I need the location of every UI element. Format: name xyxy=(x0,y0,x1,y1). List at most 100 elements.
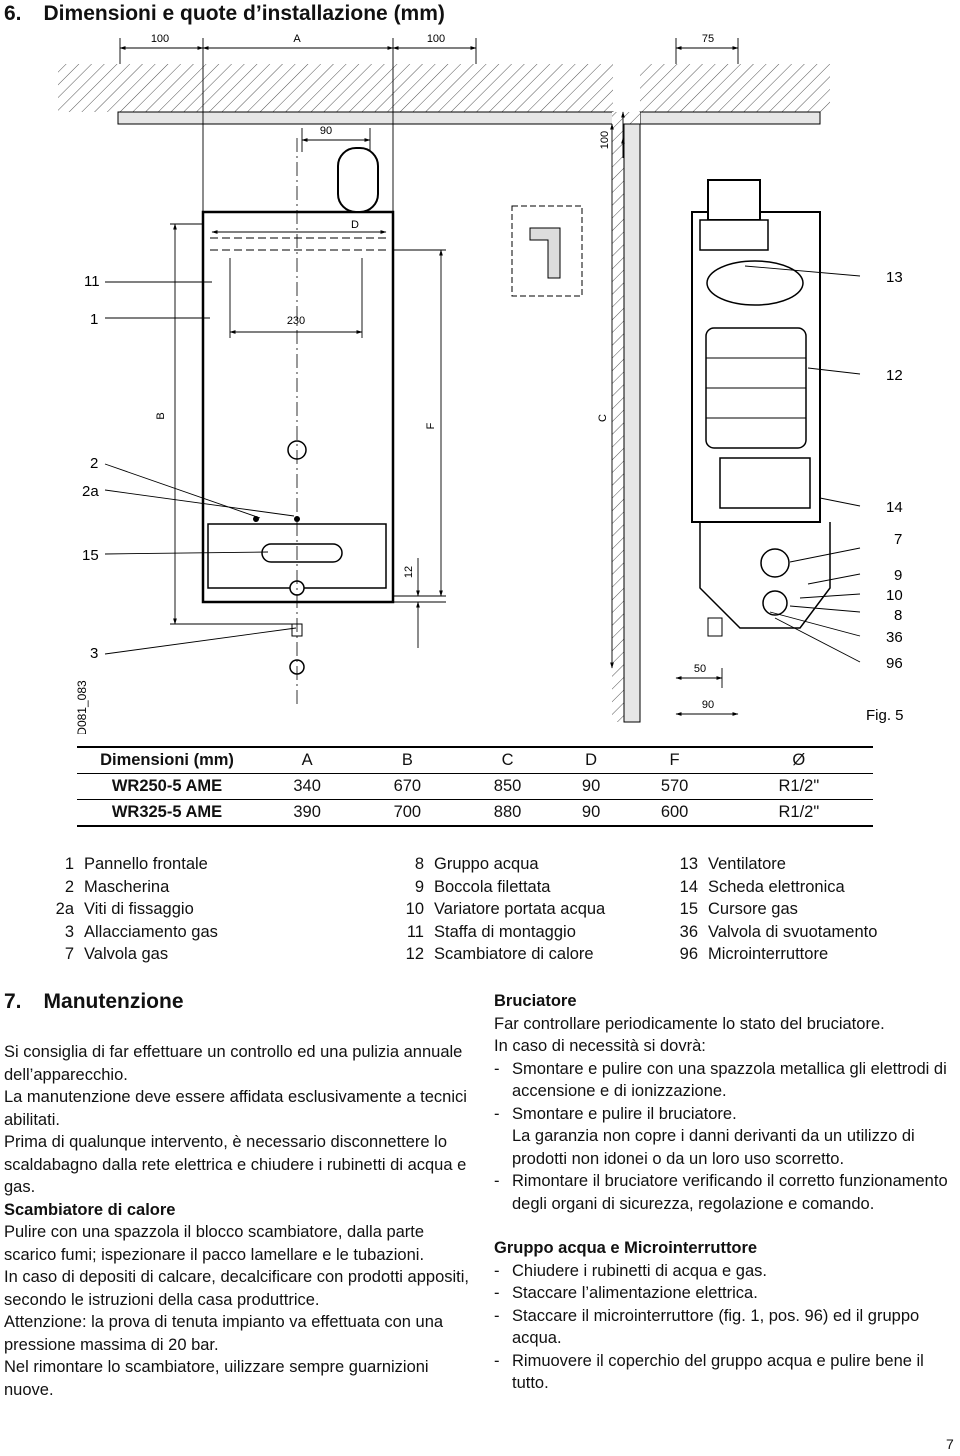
list-item: -Smontare e pulire con una spazzola meta… xyxy=(494,1059,947,1101)
section-number: 6. xyxy=(4,2,22,25)
dim-75: 75 xyxy=(702,33,714,45)
table-cell: 340 xyxy=(257,773,358,800)
dim-12: 12 xyxy=(403,566,415,578)
maintenance-right-column: Bruciatore Far controllare periodicament… xyxy=(494,990,958,1395)
table-cell: 700 xyxy=(357,799,458,826)
dim-100-right: 100 xyxy=(427,33,445,45)
paragraph: Si consiglia di far effettuare un contro… xyxy=(4,1043,463,1084)
table-header: A xyxy=(301,751,313,769)
figure-label: Fig. 5 xyxy=(866,707,904,724)
installation-drawing: 100 A 100 75 90 100 D 230 B F C 12 50 90… xyxy=(58,33,904,734)
table-cell: 670 xyxy=(357,773,458,800)
drawing-code: D081_083 xyxy=(75,680,89,734)
table-header: Dimensioni (mm) xyxy=(100,751,234,769)
dim-50: 50 xyxy=(694,663,706,675)
table-cell: R1/2" xyxy=(724,773,873,800)
paragraph: Nel rimontare lo scambiatore, uilizzare … xyxy=(4,1358,429,1399)
dim-F: F xyxy=(425,422,437,429)
table-row: WR250-5 AME 340 670 850 90 570 R1/2" xyxy=(77,773,873,800)
ceiling-left xyxy=(58,64,613,112)
list-item: -Rimuovere il coperchio del gruppo acqua… xyxy=(494,1351,924,1393)
callout-11: 11 xyxy=(84,273,100,290)
callout-10: 10 xyxy=(886,587,903,604)
section-6-heading: 6. Dimensioni e quote d’installazione (mm… xyxy=(4,2,445,26)
table-cell: 390 xyxy=(257,799,358,826)
callout-12: 12 xyxy=(886,367,903,384)
callout-13: 13 xyxy=(886,269,903,286)
subheading-scambiatore: Scambiatore di calore xyxy=(4,1200,176,1219)
callout-1: 1 xyxy=(90,311,98,328)
table-row: WR325-5 AME 390 700 880 90 600 R1/2" xyxy=(77,799,873,826)
dim-A: A xyxy=(293,33,301,45)
table-cell: 850 xyxy=(457,773,558,800)
dim-100-vertical: 100 xyxy=(599,131,611,149)
table-header: C xyxy=(501,751,514,769)
subheading-bruciatore: Bruciatore xyxy=(494,992,577,1010)
callout-8: 8 xyxy=(894,607,902,624)
callout-96: 96 xyxy=(886,655,903,672)
list-item: -Smontare e pulire il bruciatore. xyxy=(494,1104,737,1123)
section-title: Dimensioni e quote d’installazione (mm) xyxy=(43,2,445,25)
page-number: 7 xyxy=(946,1436,954,1452)
bracket-detail xyxy=(511,205,583,297)
paragraph: Far controllare periodicamente lo stato … xyxy=(494,1014,885,1033)
list-item: -Rimontare il bruciatore verificando il … xyxy=(494,1172,948,1213)
list-item: -Staccare il microinterruttore (fig. 1, … xyxy=(494,1306,920,1348)
ceiling-right xyxy=(640,64,830,112)
list-item: -Chiudere i rubinetti di acqua e gas. xyxy=(494,1261,767,1280)
paragraph: La manutenzione deve essere affidata esc… xyxy=(4,1088,467,1129)
callout-2: 2 xyxy=(90,455,98,472)
callout-36: 36 xyxy=(886,629,903,646)
dim-C: C xyxy=(597,414,609,422)
front-view xyxy=(201,138,395,708)
section-number: 7. xyxy=(4,990,22,1013)
warranty-note: La garanzia non copre i danni derivanti … xyxy=(512,1127,915,1168)
table-cell: 600 xyxy=(624,799,725,826)
callout-7: 7 xyxy=(894,531,902,548)
table-header: D xyxy=(585,751,598,769)
section-7-heading: 7. Manutenzione xyxy=(4,990,184,1014)
table-cell: 90 xyxy=(557,799,625,826)
paragraph: Prima di qualunque intervento, è necessa… xyxy=(4,1133,467,1196)
paragraph: Pulire con una spazzola il blocco scambi… xyxy=(4,1223,425,1264)
section-title: Manutenzione xyxy=(43,990,184,1013)
table-cell: WR250-5 AME xyxy=(77,773,257,800)
dimensions-table: Dimensioni (mm) A B C D F Ø WR250-5 AME … xyxy=(77,746,873,827)
dim-90: 90 xyxy=(320,125,332,137)
paragraph: In caso di necessità si dovrà: xyxy=(494,1037,706,1055)
table-header: F xyxy=(669,751,680,769)
paragraph: Attenzione: la prova di tenuta impianto … xyxy=(4,1313,444,1354)
paragraph: In caso di depositi di calcare, decalcif… xyxy=(4,1268,470,1309)
table-header-row: Dimensioni (mm) A B C D F Ø xyxy=(77,747,873,774)
side-view xyxy=(691,179,831,637)
dim-100-left: 100 xyxy=(151,33,169,45)
callout-14: 14 xyxy=(886,499,903,516)
table-cell: WR325-5 AME xyxy=(77,799,257,826)
table-cell: 90 xyxy=(557,773,625,800)
dim-D: D xyxy=(351,219,359,231)
callout-15: 15 xyxy=(82,547,99,564)
dim-230: 230 xyxy=(287,315,305,327)
list-item: -Staccare l’alimentazione elettrica. xyxy=(494,1284,758,1302)
dim-90-bottom: 90 xyxy=(702,699,714,711)
table-cell: R1/2" xyxy=(724,799,873,826)
dim-B: B xyxy=(155,412,167,419)
